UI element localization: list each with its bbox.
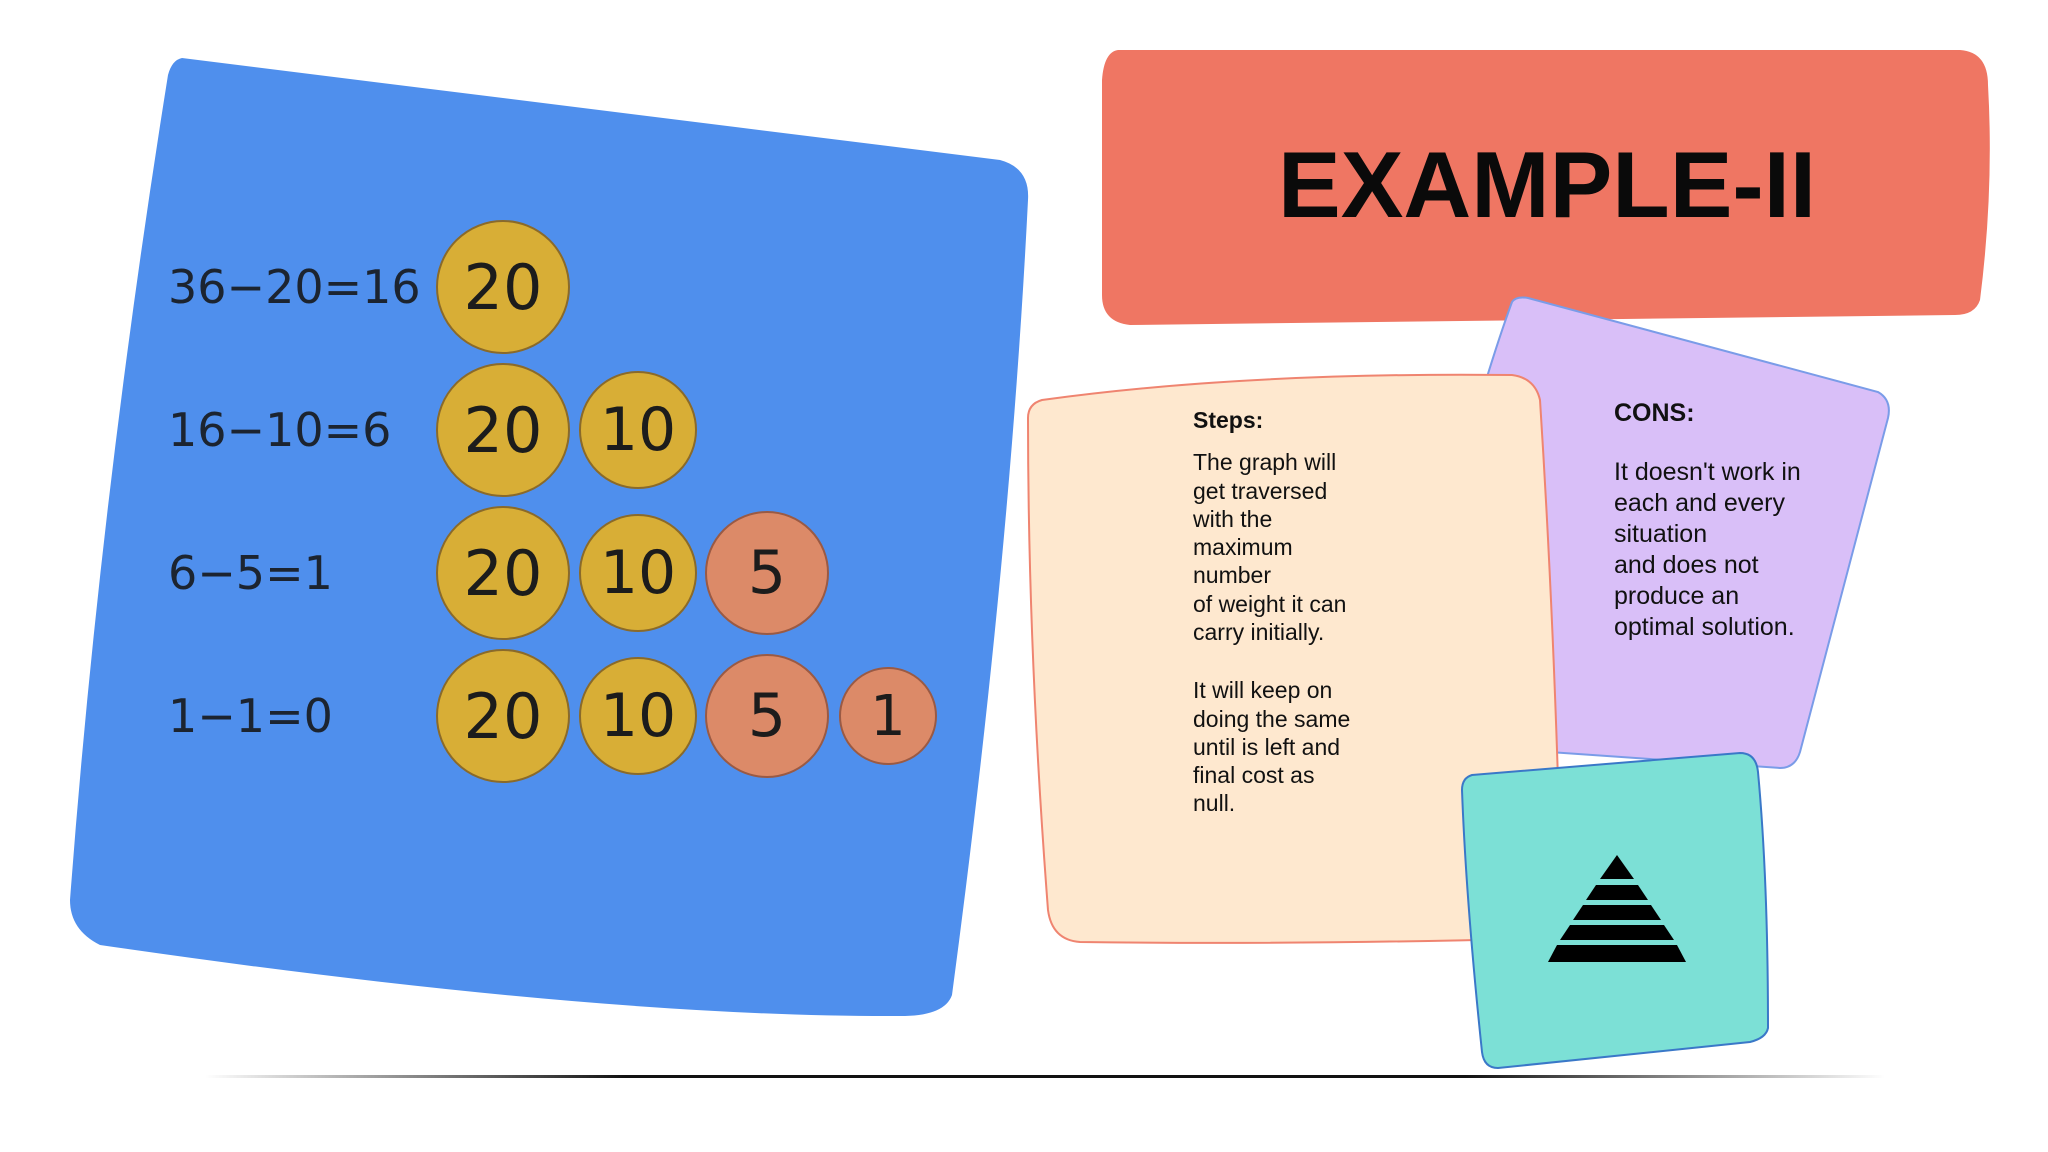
steps-line: with the xyxy=(1193,505,1273,532)
steps-line: The graph will xyxy=(1193,449,1337,476)
equation-row-3: 6−5=1 xyxy=(168,546,333,600)
cons-line: optimal solution. xyxy=(1614,613,1795,641)
coin-5: 5 xyxy=(705,654,829,778)
coin-20: 20 xyxy=(436,506,570,640)
coin-20: 20 xyxy=(436,649,570,783)
steps-line: until is left and xyxy=(1193,733,1341,760)
steps-line: carry initially. xyxy=(1193,619,1325,646)
steps-line: null. xyxy=(1193,790,1236,817)
cons-heading: CONS: xyxy=(1614,399,1695,427)
coin-5: 5 xyxy=(705,511,829,635)
coin-10: 10 xyxy=(579,371,697,489)
cons-line: and does not xyxy=(1614,551,1759,579)
coin-10: 10 xyxy=(579,514,697,632)
slide-title: EXAMPLE-II xyxy=(1278,132,1816,237)
steps-line: of weight it can xyxy=(1193,590,1347,617)
cons-line: situation xyxy=(1614,520,1708,548)
steps-line: doing the same xyxy=(1193,705,1351,732)
steps-line xyxy=(1193,646,1350,676)
cons-line: It doesn't work in xyxy=(1614,458,1801,486)
cons-line: each and every xyxy=(1614,489,1785,517)
cons-text: CONS: It doesn't work in each and every si… xyxy=(1614,398,1801,643)
steps-line: get traversed xyxy=(1193,477,1328,504)
coin-20: 20 xyxy=(436,363,570,497)
cons-line: produce an xyxy=(1614,582,1740,610)
steps-line: final cost as xyxy=(1193,762,1315,789)
title-banner xyxy=(1102,50,1990,325)
coin-1: 1 xyxy=(839,667,937,765)
steps-line: It will keep on xyxy=(1193,677,1333,704)
equation-row-1: 36−20=16 xyxy=(168,260,421,314)
coin-20: 20 xyxy=(436,220,570,354)
steps-heading: Steps: xyxy=(1193,407,1264,433)
equation-row-4: 1−1=0 xyxy=(168,689,333,743)
cons-body: It doesn't work in each and every situatio… xyxy=(1614,457,1801,643)
coin-10: 10 xyxy=(579,657,697,775)
steps-line: number xyxy=(1193,562,1271,589)
pyramid-icon xyxy=(1548,855,1686,962)
steps-line: maximum xyxy=(1193,534,1293,561)
equation-row-2: 16−10=6 xyxy=(168,403,392,457)
bottom-divider xyxy=(205,1075,1885,1078)
